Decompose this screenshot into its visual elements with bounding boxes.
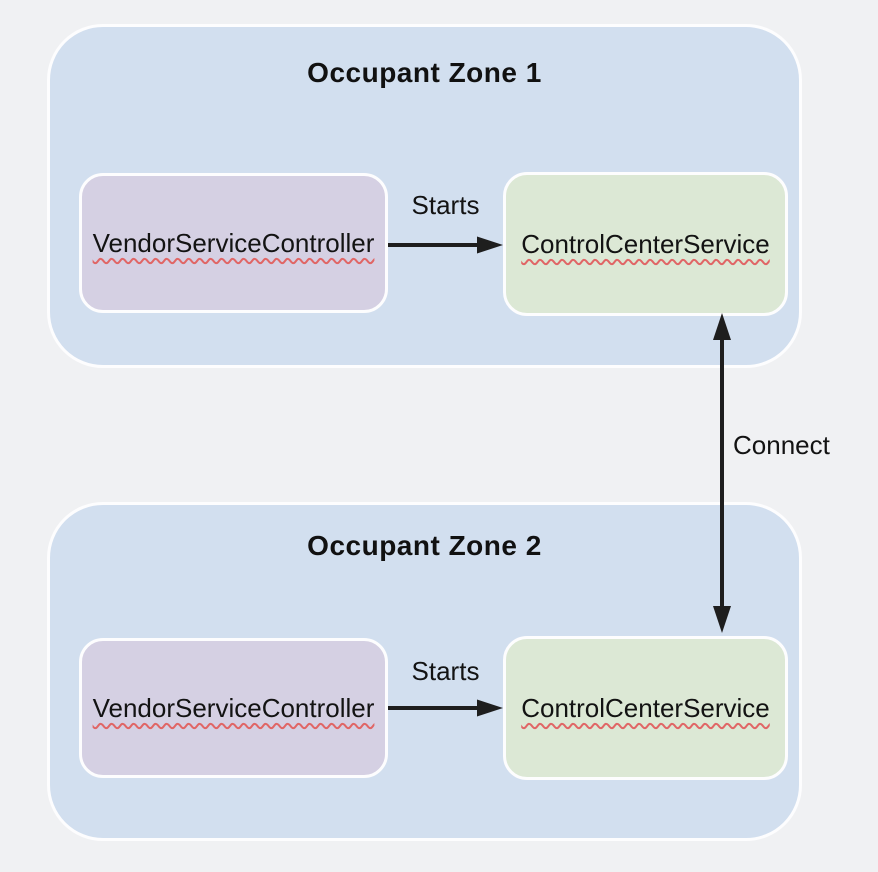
control-center-service-label: ControlCenterService	[521, 228, 770, 259]
connect-label: Connect	[733, 430, 830, 460]
vendor-service-controller-node: VendorServiceController	[79, 638, 388, 778]
occupant-zone-2: Occupant Zone 2 VendorServiceController …	[47, 502, 802, 841]
occupant-zone-1: Occupant Zone 1 VendorServiceController …	[47, 24, 802, 368]
vendor-service-controller-label: VendorServiceController	[92, 692, 375, 723]
control-center-service-label: ControlCenterService	[521, 692, 770, 723]
starts-label: Starts	[411, 190, 480, 220]
starts-label: Starts	[411, 656, 480, 686]
vendor-service-controller-label: VendorServiceController	[92, 227, 375, 258]
starts-arrow	[388, 236, 503, 254]
vendor-service-controller-node: VendorServiceController	[79, 173, 388, 313]
starts-arrow	[388, 699, 503, 717]
control-center-service-node: ControlCenterService	[503, 172, 788, 316]
zone-title: Occupant Zone 1	[307, 57, 542, 88]
control-center-service-node: ControlCenterService	[503, 636, 788, 780]
connect-arrow	[713, 313, 731, 633]
zone-title: Occupant Zone 2	[307, 530, 542, 561]
